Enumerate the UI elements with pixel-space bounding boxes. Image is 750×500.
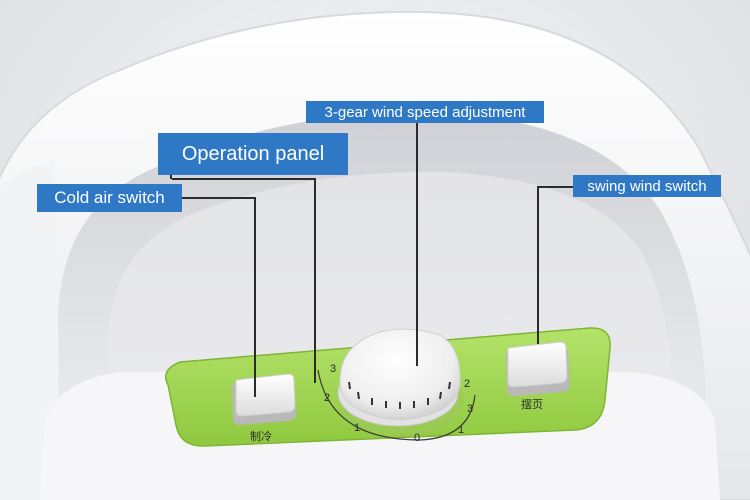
cold-leader-h xyxy=(182,197,255,199)
swing-wind-button[interactable] xyxy=(507,341,568,388)
housing-shoulder xyxy=(0,160,60,500)
dial-scale-arc xyxy=(317,369,476,441)
panel-leader-stub xyxy=(170,175,172,179)
swing-button-label: 摆页 xyxy=(521,399,543,411)
panel-leader-h xyxy=(172,178,315,180)
callout-operation-panel: Operation panel xyxy=(158,133,348,175)
cold-button-label: 制冷 xyxy=(250,431,272,443)
dial-mark-right-1: 1 xyxy=(458,424,465,436)
dial-mark-left-3: 3 xyxy=(330,363,337,375)
dial-mark-left-1: 1 xyxy=(354,422,361,434)
dial-mark-right-3: 3 xyxy=(467,403,474,415)
dial-mark-zero: 0 xyxy=(414,432,421,444)
callout-swing-wind-switch: swing wind switch xyxy=(573,175,721,197)
cold-leader-v xyxy=(254,197,256,397)
speed-leader-v xyxy=(416,123,418,366)
panel-leader-v xyxy=(314,178,316,383)
dial-mark-right-2: 2 xyxy=(464,378,471,390)
callout-wind-speed: 3-gear wind speed adjustment xyxy=(306,101,544,123)
callout-cold-air-switch: Cold air switch xyxy=(37,184,182,212)
swing-leader-v xyxy=(537,186,539,344)
knob-grip-marks xyxy=(348,381,451,409)
cold-air-button[interactable] xyxy=(235,373,296,417)
dial-mark-left-2: 2 xyxy=(324,392,331,404)
speed-knob[interactable] xyxy=(339,328,461,421)
swing-leader-h xyxy=(538,186,574,188)
